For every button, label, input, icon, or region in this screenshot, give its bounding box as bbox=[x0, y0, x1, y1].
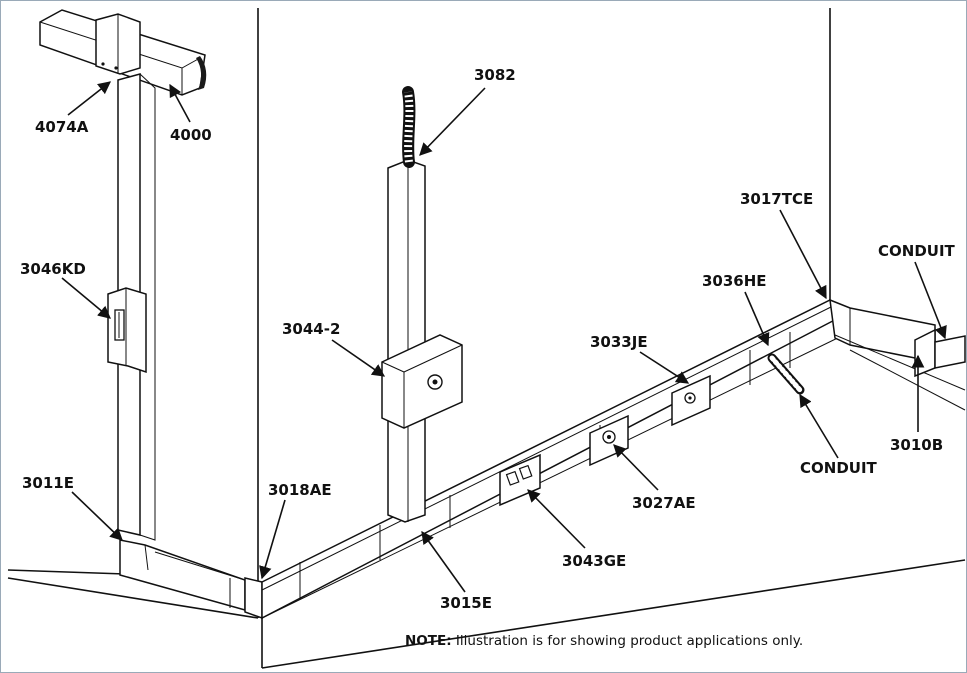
note-text: Illustration is for showing product appl… bbox=[451, 633, 804, 649]
room-walls bbox=[7, 8, 966, 669]
baseboard-front bbox=[261, 299, 852, 620]
label-3017tce: 3017TCE bbox=[740, 190, 813, 208]
label-3044-2: 3044-2 bbox=[282, 320, 340, 338]
baseboard-left bbox=[119, 539, 263, 620]
note-prefix: NOTE: bbox=[405, 633, 452, 649]
label-conduit-top: CONDUIT bbox=[878, 242, 956, 260]
vertical-raceway-middle bbox=[381, 86, 463, 523]
label-3036he: 3036HE bbox=[702, 272, 767, 290]
leader-arrows bbox=[61, 81, 947, 593]
label-3046kd: 3046KD bbox=[20, 260, 86, 278]
label-4000: 4000 bbox=[170, 126, 212, 144]
label-3033je: 3033JE bbox=[590, 333, 648, 351]
vertical-raceway-left bbox=[107, 73, 156, 541]
baseboard-right bbox=[829, 298, 966, 411]
footnote: NOTE: Illustration is for showing produc… bbox=[405, 633, 803, 649]
label-conduit-mid: CONDUIT bbox=[800, 459, 878, 477]
label-3027ae: 3027AE bbox=[632, 494, 696, 512]
label-3043ge: 3043GE bbox=[562, 552, 626, 570]
label-3082: 3082 bbox=[474, 66, 516, 84]
label-3010b: 3010B bbox=[890, 436, 943, 454]
part-labels: 4074A 4000 3082 3046KD 3044-2 3017TCE CO… bbox=[20, 66, 956, 612]
label-3011e: 3011E bbox=[22, 474, 74, 492]
overhead-raceway-4000 bbox=[39, 9, 207, 96]
label-4074a: 4074A bbox=[35, 118, 89, 136]
label-3015e: 3015E bbox=[440, 594, 492, 612]
label-3018ae: 3018AE bbox=[268, 481, 332, 499]
